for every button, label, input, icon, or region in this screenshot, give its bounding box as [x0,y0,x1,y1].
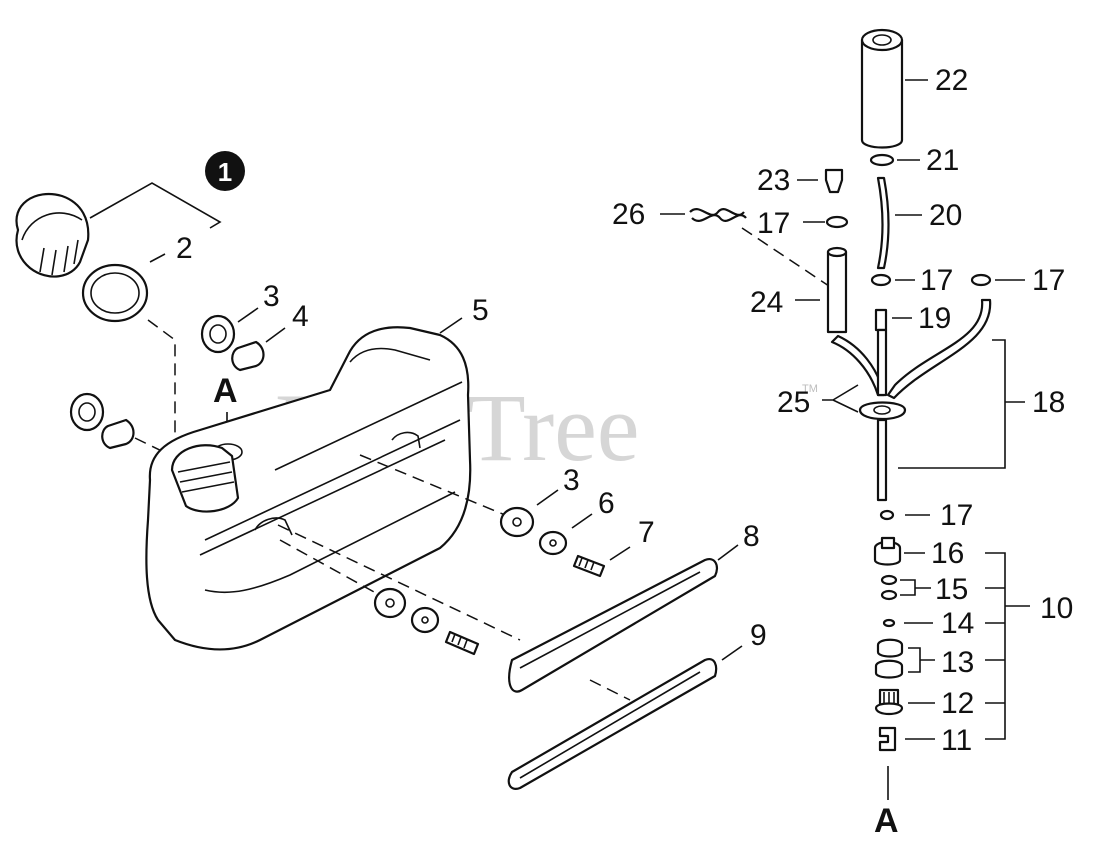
callout-1-label: 1 [218,157,232,187]
washers-15[interactable] [880,574,898,601]
o-ring-21[interactable] [869,153,895,167]
callout-1-badge [205,151,245,191]
plug-23[interactable] [824,168,844,194]
mount-guide-middle [279,539,386,599]
washer-3-right[interactable] [499,506,535,538]
bracket-18 [898,339,1025,469]
fuel-tank[interactable] [145,326,472,651]
mount-guide-lower [277,524,521,641]
pad-guide [589,679,631,701]
callout-20-label: 20 [929,199,962,232]
leader-8 [717,544,739,561]
leader-2 [149,253,166,263]
callout-23-label: 23 [757,164,790,197]
leader-6 [571,513,593,529]
fuel-line-sleeve[interactable] [860,28,904,149]
callout-17b-label: 17 [920,264,953,297]
rings-13[interactable] [874,638,904,679]
filler-neck[interactable] [170,444,240,513]
reference-a-line: A [874,802,899,840]
callout-6-label: 6 [598,487,615,520]
mount-guide-upper [359,454,506,516]
callout-26-label: 26 [612,198,645,231]
ball-14[interactable] [882,618,896,628]
callout-10-label: 10 [1040,592,1073,625]
vent-tube[interactable] [231,340,265,372]
spring-clip-26[interactable] [689,208,747,222]
callout-15-label: 15 [935,573,968,606]
callout-25-label: 25 [777,386,810,419]
screw-7[interactable] [572,554,606,578]
watermark-tm: TM [802,383,818,395]
leader-13 [908,647,935,673]
connector-19[interactable] [874,308,888,332]
leader-25 [822,384,859,413]
grommet-left[interactable] [69,392,105,432]
o-ring-17c[interactable] [970,273,992,287]
callout-18-label: 18 [1032,386,1065,419]
leader-3a [237,307,259,323]
washer-6[interactable] [538,530,568,556]
callout-7-label: 7 [638,516,655,549]
leader-9 [721,645,743,661]
bracket-10 [985,552,1030,740]
fuel-cap[interactable] [15,192,90,278]
fuel-line-20[interactable] [876,176,890,270]
callout-24-label: 24 [750,286,783,319]
leader-7 [609,546,631,561]
mounting-pad-9[interactable] [507,658,718,790]
callout-22-label: 22 [935,64,968,97]
callout-19-label: 19 [918,302,951,335]
vent-tube-left[interactable] [101,418,135,450]
o-ring-17a[interactable] [825,215,849,229]
callout-5-label: 5 [472,294,489,327]
cap-guide-line [147,319,176,445]
callout-14-label: 14 [941,607,974,640]
callout-9-label: 9 [750,619,767,652]
callout-12-label: 12 [941,687,974,720]
callout-1-bracket [89,182,222,229]
fuel-cap-gasket[interactable] [81,263,149,323]
callout-16-label: 16 [931,537,964,570]
callout-3b-label: 3 [563,464,580,497]
fuel-line-assembly-18[interactable] [830,298,992,502]
callout-17d-label: 17 [940,499,973,532]
clip-11[interactable] [878,726,897,752]
leader-5 [439,317,463,334]
leader-4 [265,327,286,343]
callout-13-label: 13 [941,646,974,679]
washer-lower-2[interactable] [410,606,440,634]
callout-21-label: 21 [926,144,959,177]
leader-3b [536,489,559,506]
callout-17a-label: 17 [757,207,790,240]
grommet-upper[interactable] [200,314,236,354]
leader-15 [900,579,931,596]
filter-12[interactable] [874,688,904,716]
callout-4-label: 4 [292,300,309,333]
callout-3a-label: 3 [263,280,280,313]
fuel-pickup-head-16[interactable] [873,536,902,566]
mounting-pad-8[interactable] [508,558,719,693]
tube-24[interactable] [826,246,848,334]
screw-lower[interactable] [444,630,480,656]
washer-lower-1[interactable] [373,587,407,619]
vent-guide-line [134,437,171,456]
callout-2-label: 2 [176,232,193,265]
callout-8-label: 8 [743,520,760,553]
reference-a-tank: A [213,372,238,410]
o-ring-17d[interactable] [879,509,895,521]
callout-17c-label: 17 [1032,264,1065,297]
callout-11-label: 11 [941,724,972,757]
o-ring-17b[interactable] [870,273,892,287]
